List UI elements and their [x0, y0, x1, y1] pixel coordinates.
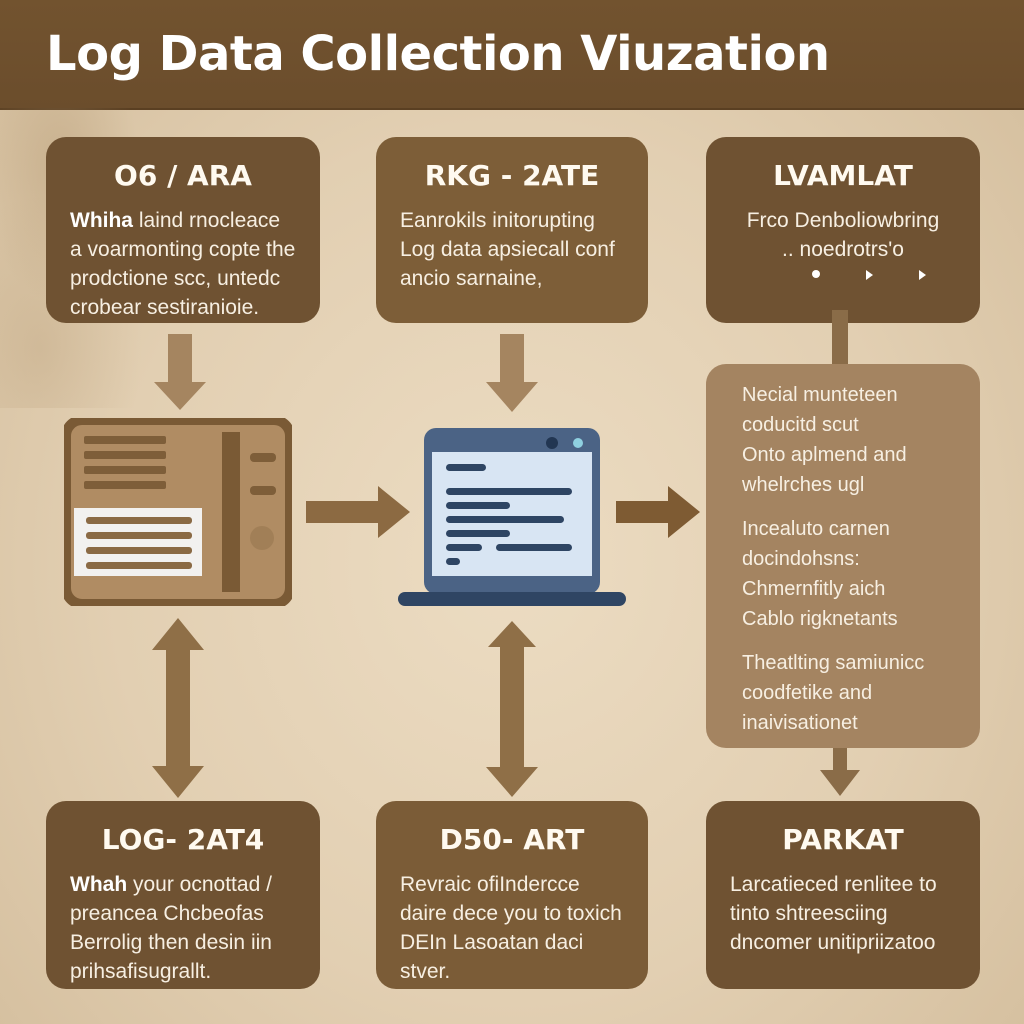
triangle-dot-icon	[919, 270, 926, 280]
panel-line: Theatlting samiunicc	[742, 652, 925, 674]
panel-line: coodfetike and	[742, 682, 873, 704]
card-body: Larcatieced renlitee to tinto shtreescii…	[730, 873, 937, 954]
card-body: Eanrokils initorupting Log data apsiecal…	[400, 209, 615, 290]
panel-line: Onto aplmend and	[742, 444, 907, 466]
arrow-down-icon	[486, 334, 538, 412]
card-title: LOG- 2AT4	[101, 823, 265, 856]
card-lead: Whah	[70, 873, 128, 896]
side-panel: Necial munteteen coducitd scut Onto aplm…	[706, 364, 980, 748]
log-document-panel-icon	[61, 415, 295, 611]
panel-line: whelrches ugl	[742, 474, 865, 496]
circle-dot-icon	[812, 270, 820, 278]
card-lead: Whiha	[70, 209, 133, 232]
arrow-right-icon	[306, 486, 410, 538]
card-top-middle: RKG - 2ATE Eanrokils initorupting Log da…	[376, 137, 648, 323]
arrow-down-icon	[820, 748, 860, 796]
panel-line: docindohsns:	[742, 548, 860, 570]
card-title: D50- ART	[439, 823, 585, 856]
card-body: Whiha laind rnocleace a voarmonting copt…	[70, 206, 296, 322]
card-line: Frco Denboliowbring	[746, 209, 940, 232]
card-bottom-right: PARKAT Larcatieced renlitee to tinto sht…	[706, 801, 980, 989]
panel-line: Cablo rigknetants	[742, 608, 898, 630]
card-bottom-left: LOG- 2AT4 Whah your ocnottad / preancea …	[46, 801, 320, 989]
card-text: your ocnottad / preancea Chcbeofas Berro…	[70, 873, 272, 983]
arrow-right-icon	[616, 486, 700, 538]
card-title: O6 / ARA	[114, 159, 252, 192]
card-body: Revraic ofiIndercce daire dece you to to…	[400, 873, 622, 983]
card-body: Whah your ocnottad / preancea Chcbeofas …	[70, 870, 296, 986]
card-title: LVAMLAT	[773, 159, 913, 192]
dot-indicators	[812, 270, 956, 280]
panel-line: Incealuto carnen	[742, 518, 890, 540]
card-line: .. noedrotrs'o	[782, 238, 904, 261]
arrow-down-icon	[154, 334, 206, 410]
arrow-bidirectional-icon	[152, 618, 204, 798]
card-text: laind rnocleace a voarmonting copte the …	[70, 209, 296, 319]
card-top-left: O6 / ARA Whiha laind rnocleace a voarmon…	[46, 137, 320, 323]
panel-paragraph-3: Theatlting samiunicc coodfetike and inai…	[742, 648, 956, 738]
card-body: Frco Denboliowbring .. noedrotrs'o	[730, 206, 956, 264]
card-title: RKG - 2ATE	[424, 159, 600, 192]
panel-paragraph-2: Incealuto carnen docindohsns: Chmernfitl…	[742, 514, 956, 634]
connector-bar	[832, 310, 848, 366]
panel-paragraph-1: Necial munteteen coducitd scut Onto aplm…	[742, 380, 956, 500]
panel-line: coducitd scut	[742, 414, 859, 436]
panel-line: Chmernfitly aich	[742, 578, 886, 600]
laptop-log-viewer-icon	[398, 426, 626, 613]
panel-line: Necial munteteen	[742, 384, 898, 406]
card-bottom-middle: D50- ART Revraic ofiIndercce daire dece …	[376, 801, 648, 989]
arrow-bidirectional-icon	[486, 621, 538, 797]
card-top-right: LVAMLAT Frco Denboliowbring .. noedrotrs…	[706, 137, 980, 323]
triangle-dot-icon	[866, 270, 873, 280]
panel-line: inaivisationet	[742, 712, 858, 734]
page-title: Log Data Collection Viuzation	[46, 26, 830, 82]
header-bar: Log Data Collection Viuzation	[0, 0, 1024, 110]
card-title: PARKAT	[782, 823, 904, 856]
